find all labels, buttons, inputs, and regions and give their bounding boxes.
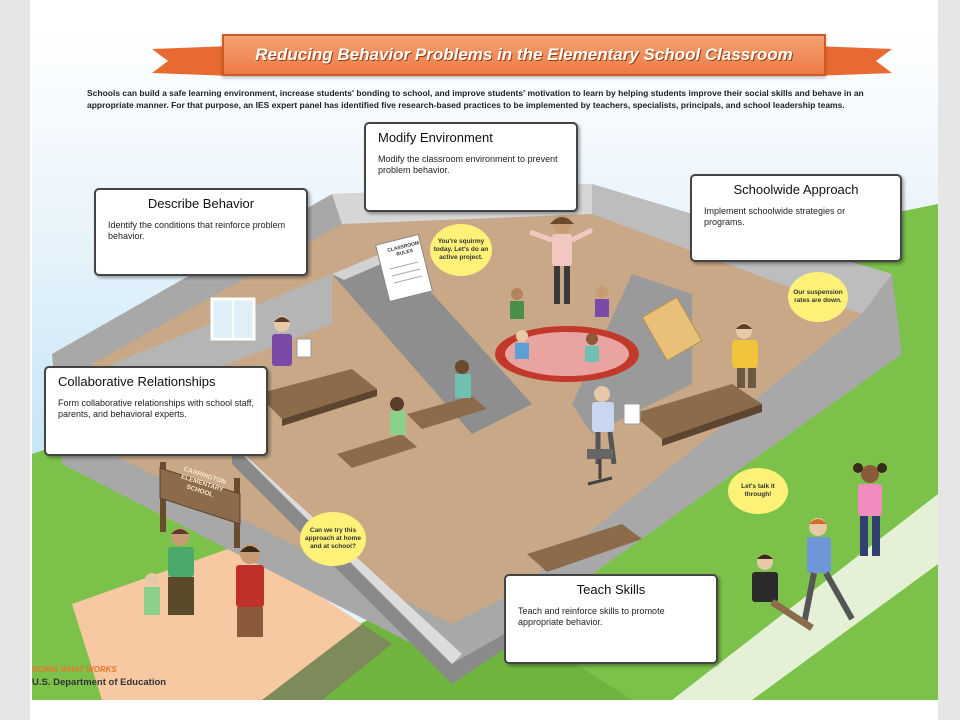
intro-paragraph: Schools can build a safe learning enviro…	[87, 88, 864, 110]
parent-with-child	[144, 528, 194, 615]
sidewalk-left-dark	[262, 624, 392, 700]
callout-text: Identify the conditions that reinforce p…	[108, 220, 286, 241]
student-desk-1	[407, 396, 487, 429]
speech-bubble-talk: Let's talk it through!	[728, 468, 788, 514]
teacher-desk	[257, 369, 377, 419]
students-at-desks	[390, 360, 471, 435]
inner-wall-left	[332, 249, 532, 434]
callout-text: Modify the classroom environment to prev…	[378, 154, 558, 175]
teacher-outside	[236, 544, 264, 637]
callout-describe-behavior: Describe Behavior Identify the condition…	[94, 188, 308, 276]
sidewalk-left	[72, 544, 362, 700]
callout-schoolwide-approach: Schoolwide Approach Implement schoolwide…	[690, 174, 902, 262]
sidewalk-right	[672, 494, 938, 700]
slide-border-right	[938, 0, 960, 720]
meeting-table	[632, 384, 762, 439]
callout-collaborative-relationships: Collaborative Relationships Form collabo…	[44, 366, 268, 456]
callout-title: Teach Skills	[576, 582, 646, 597]
speech-bubble-teacher: You're squirmy today. Let's do an active…	[430, 224, 492, 276]
callout-title: Modify Environment	[378, 130, 493, 145]
callout-modify-environment: Modify Environment Modify the classroom …	[364, 122, 578, 212]
callout-text: Teach and reinforce skills to promote ap…	[518, 606, 665, 627]
title-banner: Reducing Behavior Problems in the Elemen…	[222, 34, 826, 76]
callout-title: Schoolwide Approach	[733, 182, 859, 197]
callout-teach-skills: Teach Skills Teach and reinforce skills …	[504, 574, 718, 664]
boy-helping	[801, 518, 855, 625]
teacher-at-desk	[272, 316, 312, 366]
speech-bubble-suspension: Our suspension rates are down.	[788, 272, 848, 322]
callout-text: Implement schoolwide strategies or progr…	[704, 206, 846, 227]
slide-border-left	[0, 0, 30, 720]
speech-bubble-parent: Can we try this approach at home and at …	[300, 512, 366, 566]
department-credit: U.S. Department of Education	[32, 677, 167, 688]
school-sign	[159, 462, 241, 548]
infographic-poster: Reducing Behavior Problems in the Elemen…	[32, 24, 938, 700]
bulletin-board	[641, 296, 703, 362]
callout-title: Collaborative Relationships	[58, 374, 216, 389]
principal-figure	[732, 323, 758, 388]
administrator-figure	[592, 386, 641, 465]
boy-fallen	[752, 554, 814, 631]
office-chair	[587, 449, 613, 486]
student-desk-2	[337, 434, 417, 468]
poster-title: Reducing Behavior Problems in the Elemen…	[255, 45, 793, 64]
front-desk	[527, 524, 642, 572]
girl-outside	[853, 463, 887, 556]
classroom-rules-poster	[375, 233, 433, 303]
students-on-rug	[510, 286, 609, 362]
teacher-figure	[529, 215, 594, 304]
doing-what-works-logo: DOING WHAT WORKS	[32, 665, 117, 674]
callout-title: Describe Behavior	[147, 196, 255, 211]
callout-text: Form collaborative relationships with sc…	[58, 398, 254, 419]
